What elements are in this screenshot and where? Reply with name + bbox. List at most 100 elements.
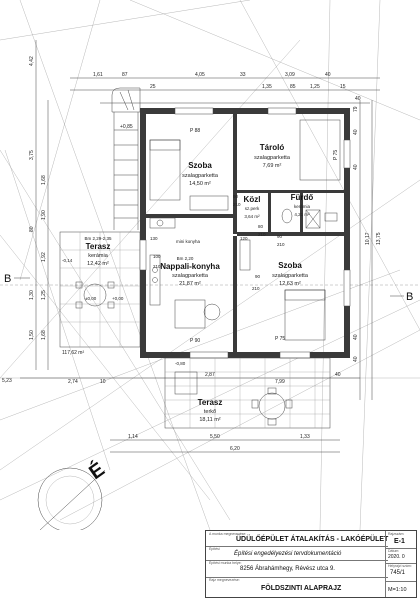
dim-top2-4: 1,25	[310, 84, 320, 90]
room-terasz-left-area: 12,42 m²	[87, 261, 109, 267]
left-terrace	[59, 231, 141, 348]
door-dim-10: 210	[252, 286, 260, 291]
level-top-label: +0,85	[120, 124, 133, 130]
dim-right-1: 79	[353, 106, 359, 112]
door-dim-7: 100	[153, 254, 161, 259]
section-b-left: B	[4, 273, 11, 285]
parcel-value: 745/1	[390, 570, 406, 576]
room-terasz-bottom-name: Terasz	[198, 398, 223, 407]
level-a-label: ±0,00	[85, 296, 97, 301]
room-terasz-left-floor: kerámia	[88, 253, 109, 259]
project-title: ÜDÜLŐÉPÜLET ÁTALAKÍTÁS - LAKÓÉPÜLET	[236, 536, 389, 543]
door-dim-5: 90	[277, 234, 283, 239]
drawing-title: FÖLDSZINTI ALAPRAJZ	[261, 585, 342, 592]
dim-right-7: 40	[353, 356, 359, 362]
dim-left-6: 1,92	[41, 252, 47, 262]
date-value: 2020. 0	[388, 554, 405, 560]
floor-plan: 1,61 87 4,05 33 3,09 40 25 1,35 85 1,25 …	[0, 0, 420, 530]
room-terasz-bottom-floor: terkő	[204, 409, 216, 415]
footprint-area-label: 117,62 m²	[62, 350, 84, 356]
dim-top2-6: 40	[355, 96, 361, 102]
sink-icon	[324, 212, 338, 222]
bed-2-icon	[284, 289, 326, 341]
dim-top-5: 3,09	[285, 72, 295, 78]
top-dimensions: 1,61 87 4,05 33 3,09 40 25 1,35 85 1,25 …	[70, 72, 380, 104]
dim-bottom-1: 2,74	[68, 379, 78, 385]
room-nappali-name: Nappali-konyha	[160, 262, 220, 271]
phase-label: Építési	[209, 547, 220, 551]
exterior-stair	[111, 87, 141, 230]
dim-right-6: 40	[353, 334, 359, 340]
terrace-table-3-icon	[258, 392, 286, 420]
dim-top-2: 87	[122, 72, 128, 78]
room-terasz-left-height: Bm 2,29-2,35	[84, 236, 112, 241]
room-nappali-floor: szalagparketta	[172, 273, 209, 279]
dim-top2-5: 15	[340, 84, 346, 90]
title-block-side: Rajzszám: E-1 Dátum: 2020. 0 Helyrajzi s…	[385, 531, 416, 597]
room-tarolo-name: Tároló	[260, 143, 285, 152]
bottom-terrace	[164, 357, 331, 429]
storage-shelf-icon	[299, 119, 341, 181]
dim-left-1: 4,42	[29, 56, 35, 66]
door-labels: 90 210 80 210 90 210 100 210 90 210 120 …	[150, 194, 285, 291]
door-dim-4: 210	[258, 232, 266, 237]
sheet-label: Rajzszám:	[388, 532, 405, 536]
dim-bottom3-1: 6,20	[230, 446, 240, 452]
dim-left-5: 80	[29, 226, 35, 232]
drawing-label: Rajz megnevezése:	[209, 578, 240, 582]
level-mid-label: +0,00	[112, 296, 124, 301]
dim-right-5: 10,17	[365, 232, 371, 245]
dim-right-3: 40	[353, 164, 359, 170]
door-dim-1: 90	[233, 194, 239, 199]
dim-left-7: 1,30	[29, 290, 35, 300]
room-terasz-left-name: Terasz	[86, 242, 111, 251]
window-p90-label: P 90	[190, 338, 200, 344]
room-szoba-2-name: Szoba	[278, 261, 302, 270]
window-p88-label: P 88	[190, 128, 200, 134]
room-szoba-1-name: Szoba	[188, 161, 212, 170]
level-b-label: -0,80	[175, 361, 186, 366]
title-block: A munka megnevezése: ÜDÜLŐÉPÜLET ÁTALAKÍ…	[205, 530, 417, 598]
room-tarolo-area: 7,69 m²	[263, 163, 282, 169]
dim-left-2: 3,75	[29, 150, 35, 160]
right-dimensions: 79 40 40 13,75 10,17 40 40	[353, 100, 382, 400]
dim-far-left: 5,23	[2, 378, 12, 384]
kitchenette-icon	[149, 217, 176, 229]
location-value: 8256 Ábrahámhegy, Révész utca 9.	[240, 566, 335, 572]
room-terasz-bottom-area: 18,11 m²	[199, 417, 220, 423]
furniture	[149, 119, 341, 341]
dim-top2-1: 25	[150, 84, 156, 90]
door-dim-6: 210	[277, 242, 285, 247]
dim-right-4: 13,75	[376, 232, 382, 245]
dim-top-3: 4,05	[195, 72, 205, 78]
sheet-number: E-1	[394, 538, 405, 545]
left-dimensions: 4,42 3,75 1,68 1,90 80 1,92 1,30 1,25 1,…	[2, 40, 49, 384]
date-label: Dátum:	[388, 549, 400, 553]
annotations: mini konyha 117,62 m² P 88 P 75 P 75 P 9…	[62, 124, 339, 366]
dim-left-8: 1,25	[41, 290, 47, 300]
toilet-icon	[281, 208, 293, 224]
north-icon: É	[85, 458, 109, 484]
room-szoba-1-area: 14,50 m²	[189, 181, 211, 187]
door-dim-8: 210	[153, 264, 161, 269]
room-labels: Szoba szalagparketta 14,50 m² Tároló sza…	[84, 143, 313, 423]
room-szoba-2-area: 12,63 m²	[279, 281, 301, 287]
door-dim-12: 130	[150, 236, 158, 241]
kitchen-counter-icon	[149, 254, 161, 306]
level-c-label: -0,14	[62, 258, 73, 263]
scale-value: M=1:10	[388, 587, 407, 593]
room-furdo-floor: kerámia	[294, 204, 311, 209]
dim-left-3: 1,68	[41, 175, 47, 185]
room-furdo-area: 4,21 m²	[294, 212, 310, 217]
dim-top-6: 40	[325, 72, 331, 78]
room-kozl-name: Közl	[244, 195, 261, 204]
dim-right-2: 40	[353, 129, 359, 135]
dim-top-1: 1,61	[93, 72, 103, 78]
room-szoba-2-floor: szalagparketta	[272, 273, 309, 279]
dim-left-10: 1,68	[41, 330, 47, 340]
project-label: A munka megnevezése:	[209, 532, 247, 536]
dim-left-9: 1,50	[29, 330, 35, 340]
dim-bottom-5: 40	[335, 372, 341, 378]
bed-icon	[149, 139, 181, 201]
location-label: Építési munka helye:	[209, 561, 242, 565]
